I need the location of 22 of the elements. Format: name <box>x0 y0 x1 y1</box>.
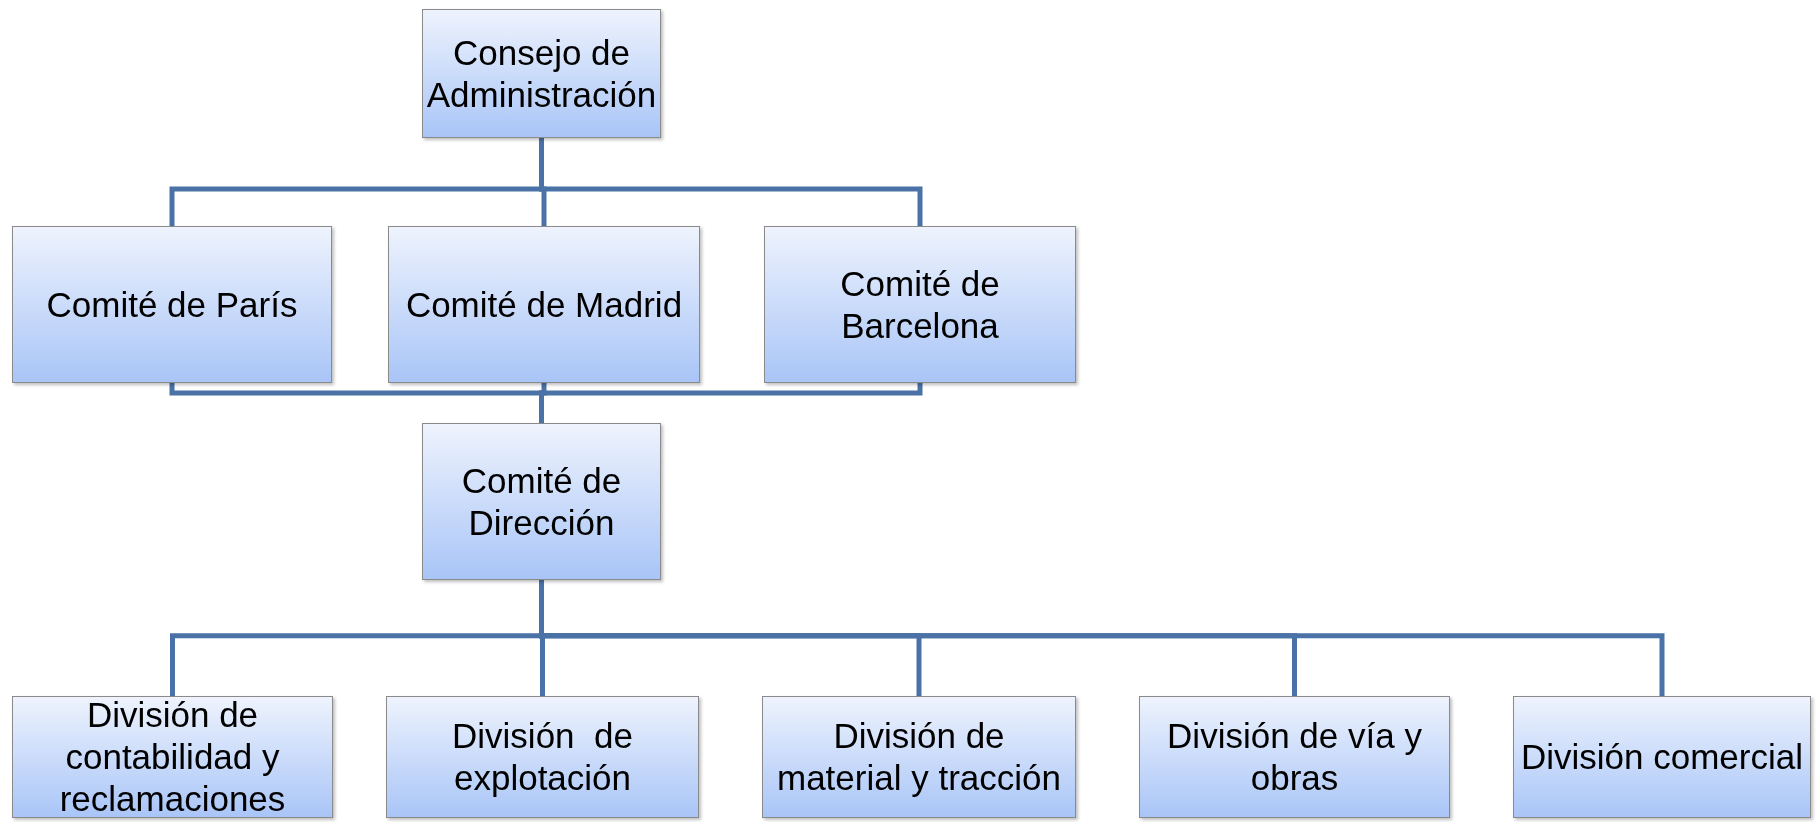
org-box <box>422 423 661 580</box>
box-label: División comercial <box>1520 736 1804 778</box>
box-label: División de vía y obras <box>1166 715 1423 799</box>
org-box <box>388 226 700 383</box>
org-box <box>422 9 661 138</box>
org-box <box>12 696 333 818</box>
org-box <box>1139 696 1450 818</box>
org-box <box>764 226 1076 383</box>
box-label: División de material y tracción <box>776 715 1062 799</box>
box-label: Comité de Madrid <box>404 283 684 326</box>
org-box <box>12 226 332 383</box>
org-box <box>386 696 699 818</box>
org-box <box>1513 696 1811 818</box>
connector-line <box>539 383 923 423</box>
box-label: Comité de Dirección <box>460 459 623 544</box>
box-label: División de explotación <box>451 715 634 799</box>
box-label: Comité de París <box>45 283 299 326</box>
box-label: Comité de Barcelona <box>839 262 1001 347</box>
org-box <box>762 696 1076 818</box>
box-label: División de contabilidad y reclamaciones <box>58 694 287 820</box>
box-label: Consejo de Administración <box>425 31 658 116</box>
connector-line <box>539 138 923 226</box>
